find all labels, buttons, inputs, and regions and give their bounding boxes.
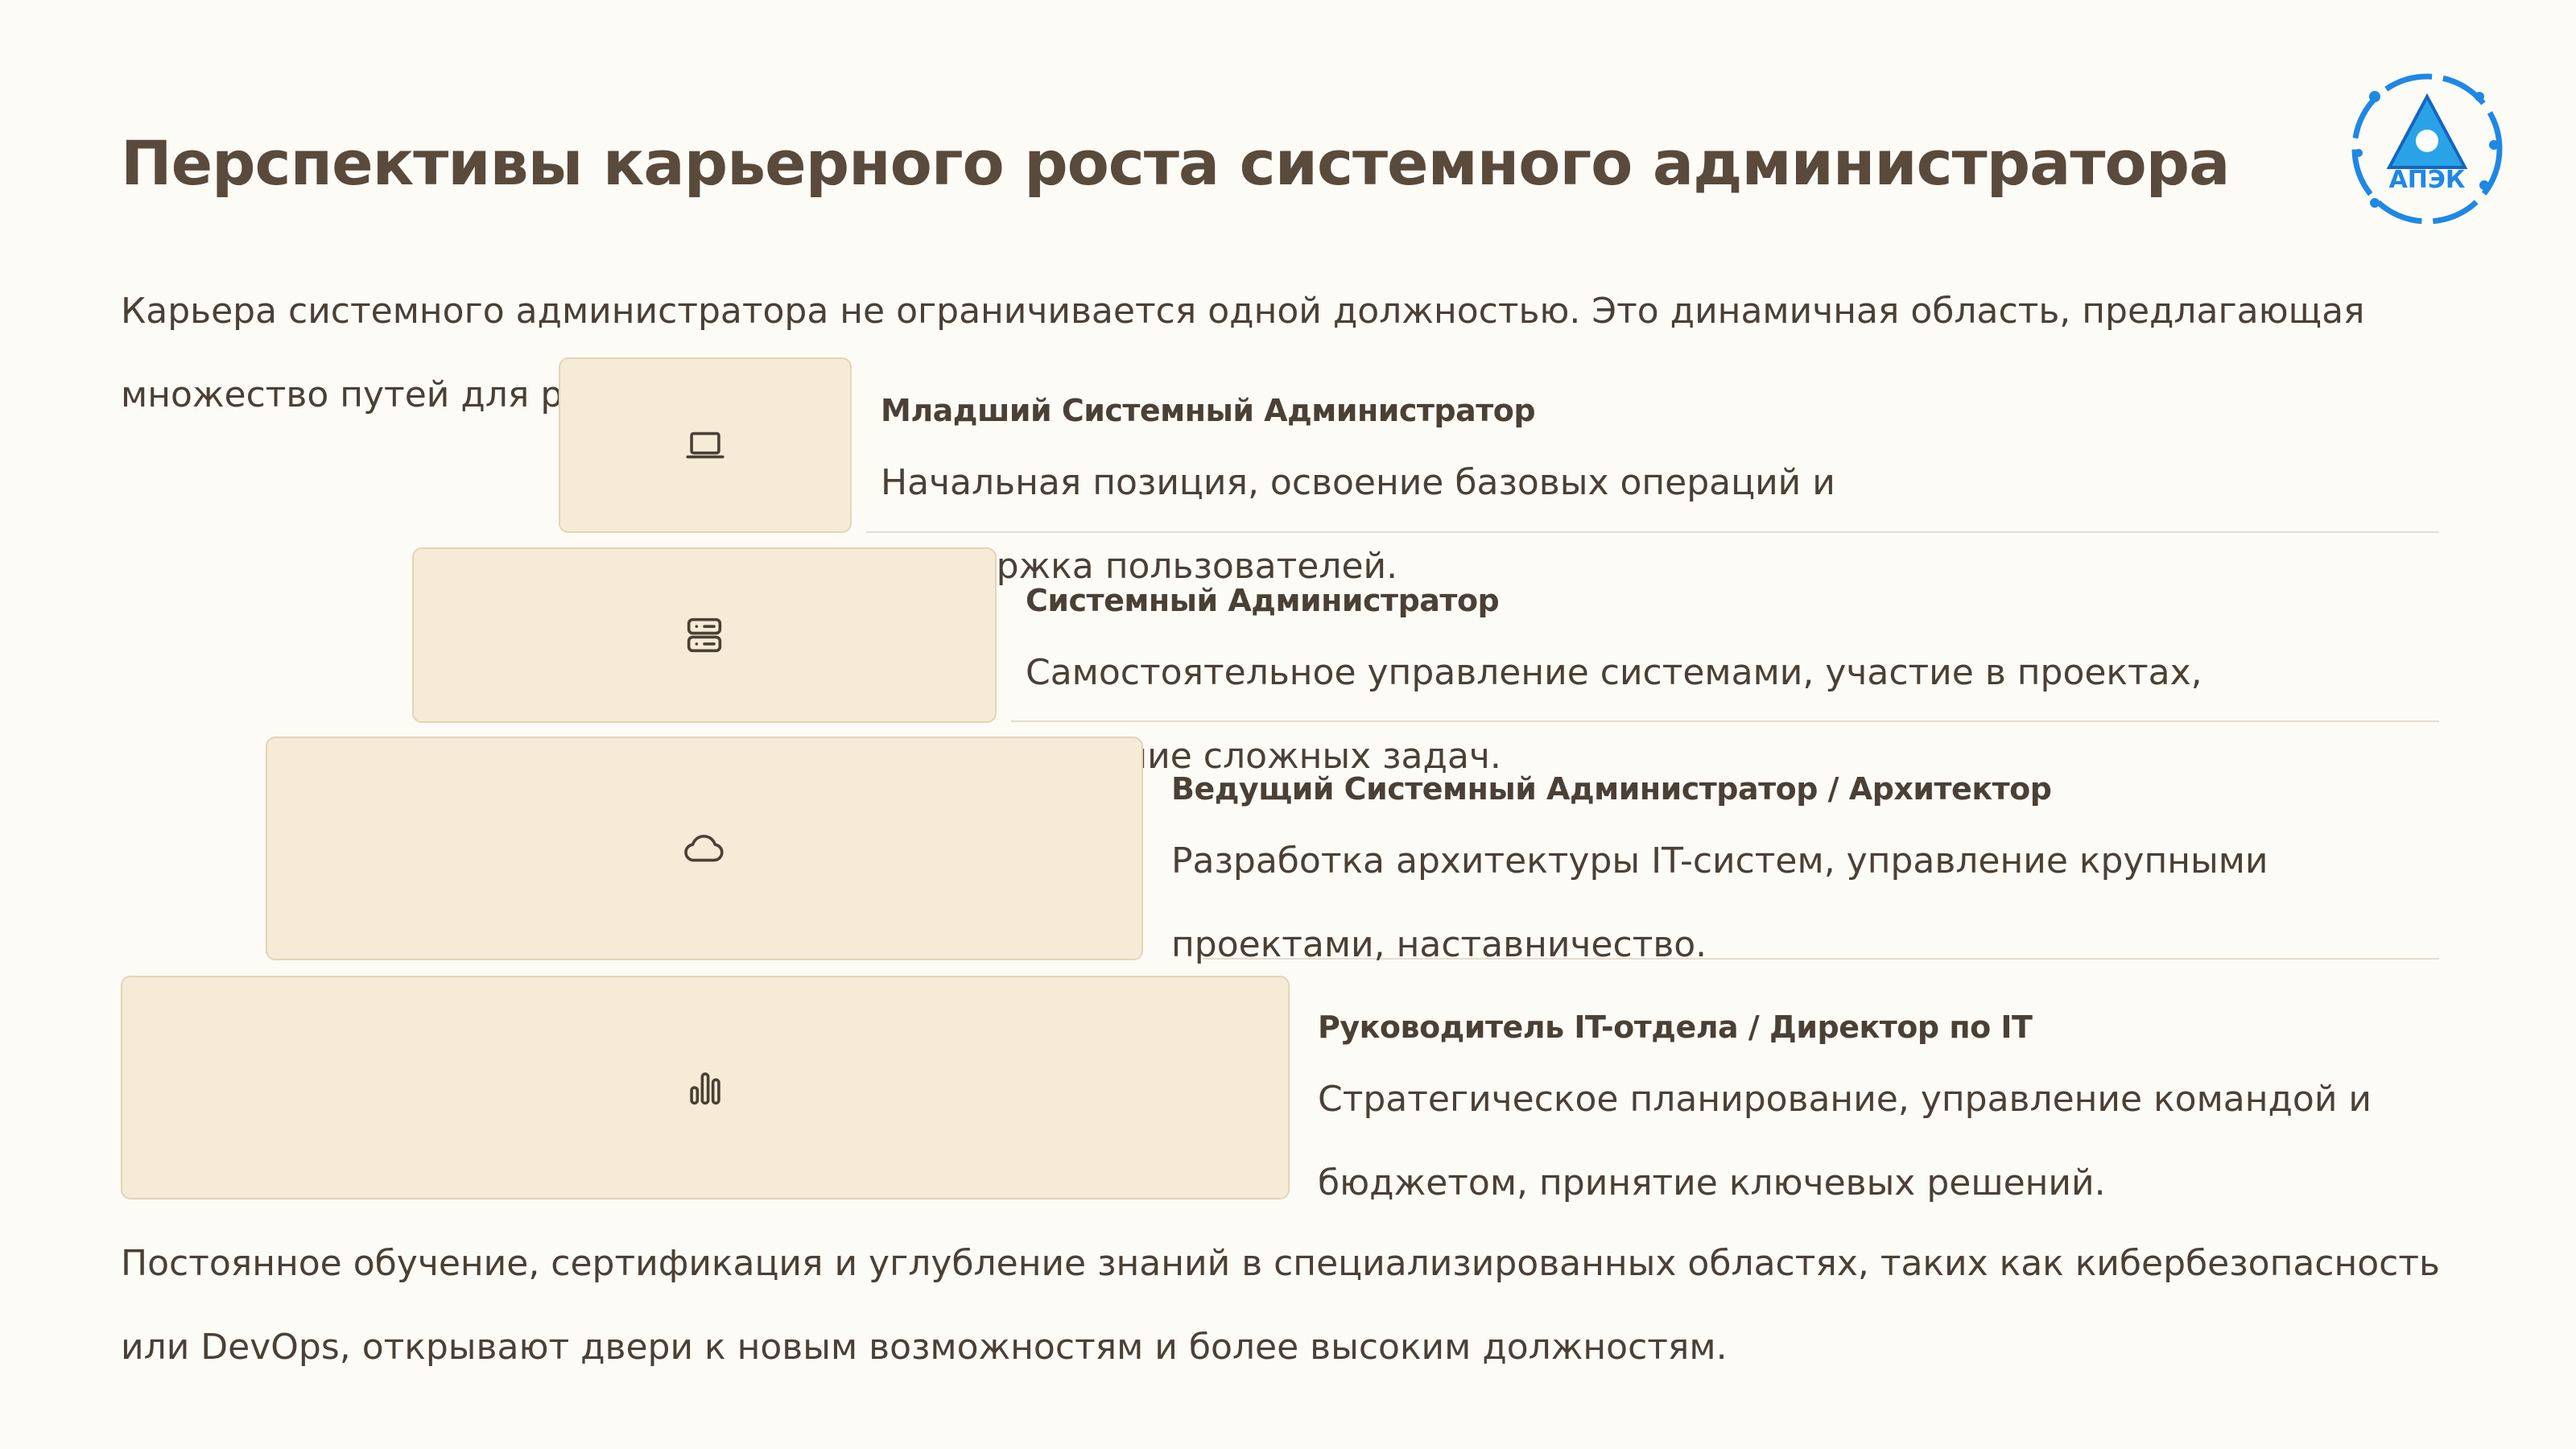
tier-1-title: Младший Системный Администратор [881,393,1536,428]
tier-4-icon-box [121,976,1290,1199]
laptop-icon [686,431,724,459]
tier-1-icon-box [559,357,852,533]
tier-3-description: Разработка архитектуры IT-систем, управл… [1171,840,2268,965]
tier-4-title: Руководитель IT-отдела / Директор по IT [1318,1009,2033,1045]
bar-chart-icon [690,1072,720,1105]
tier-3-title: Ведущий Системный Администратор / Архите… [1171,771,2052,807]
tier-3-divider [1203,958,2439,960]
apek-logo: АПЭК [2351,73,2503,225]
tier-2-divider [1011,720,2439,722]
slide-title: Перспективы карьерного роста системного … [121,127,2230,199]
logo-text: АПЭК [2389,166,2466,194]
outro-paragraph: Постоянное обучение, сертификация и углу… [121,1243,2440,1368]
tier-1-description: Начальная позиция, освоение базовых опер… [881,462,1835,587]
tier-1-divider [866,531,2439,533]
tier-4-description: Стратегическое планирование, управление … [1318,1079,2372,1203]
tier-2-title: Системный Администратор [1026,583,1500,618]
server-icon [687,617,722,653]
cloud-icon [684,835,724,862]
tier-3-icon-box [266,737,1143,960]
tier-2-icon-box [412,547,997,723]
